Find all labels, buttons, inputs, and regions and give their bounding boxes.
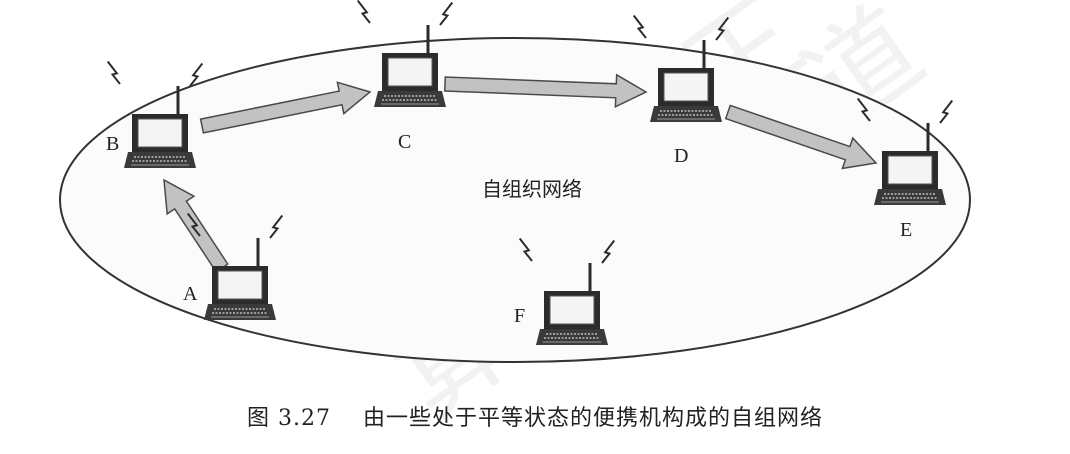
arrow-d-to-e: [724, 104, 878, 170]
node-label-e: E: [900, 219, 912, 241]
network-label: 自组织网络: [482, 177, 582, 201]
wireless-signal-icon: [935, 99, 957, 124]
wireless-signal-icon: [103, 60, 125, 85]
wireless-signal-icon: [353, 0, 375, 24]
node-e: E: [853, 97, 957, 241]
node-c: C: [353, 0, 457, 153]
link-arrows: [163, 73, 878, 273]
node-d: D: [629, 14, 733, 167]
node-label-a: A: [183, 283, 198, 305]
node-label-f: F: [514, 305, 525, 327]
node-label-c: C: [398, 131, 411, 153]
node-label-b: B: [106, 133, 119, 155]
node-a: A: [183, 212, 287, 322]
laptop-nodes: A B C D E F: [103, 0, 957, 347]
figure-caption: 图 3.27 由一些处于平等状态的便携机构成的自组网络: [247, 406, 823, 431]
node-f: F: [514, 237, 619, 347]
wireless-signal-icon: [435, 1, 457, 26]
arrow-c-to-d: [443, 73, 648, 109]
node-b: B: [103, 60, 207, 170]
wireless-signal-icon: [629, 14, 651, 39]
arrow-b-to-c: [199, 81, 372, 134]
laptop-with-antenna-icon: [372, 23, 448, 109]
node-label-d: D: [674, 145, 688, 167]
